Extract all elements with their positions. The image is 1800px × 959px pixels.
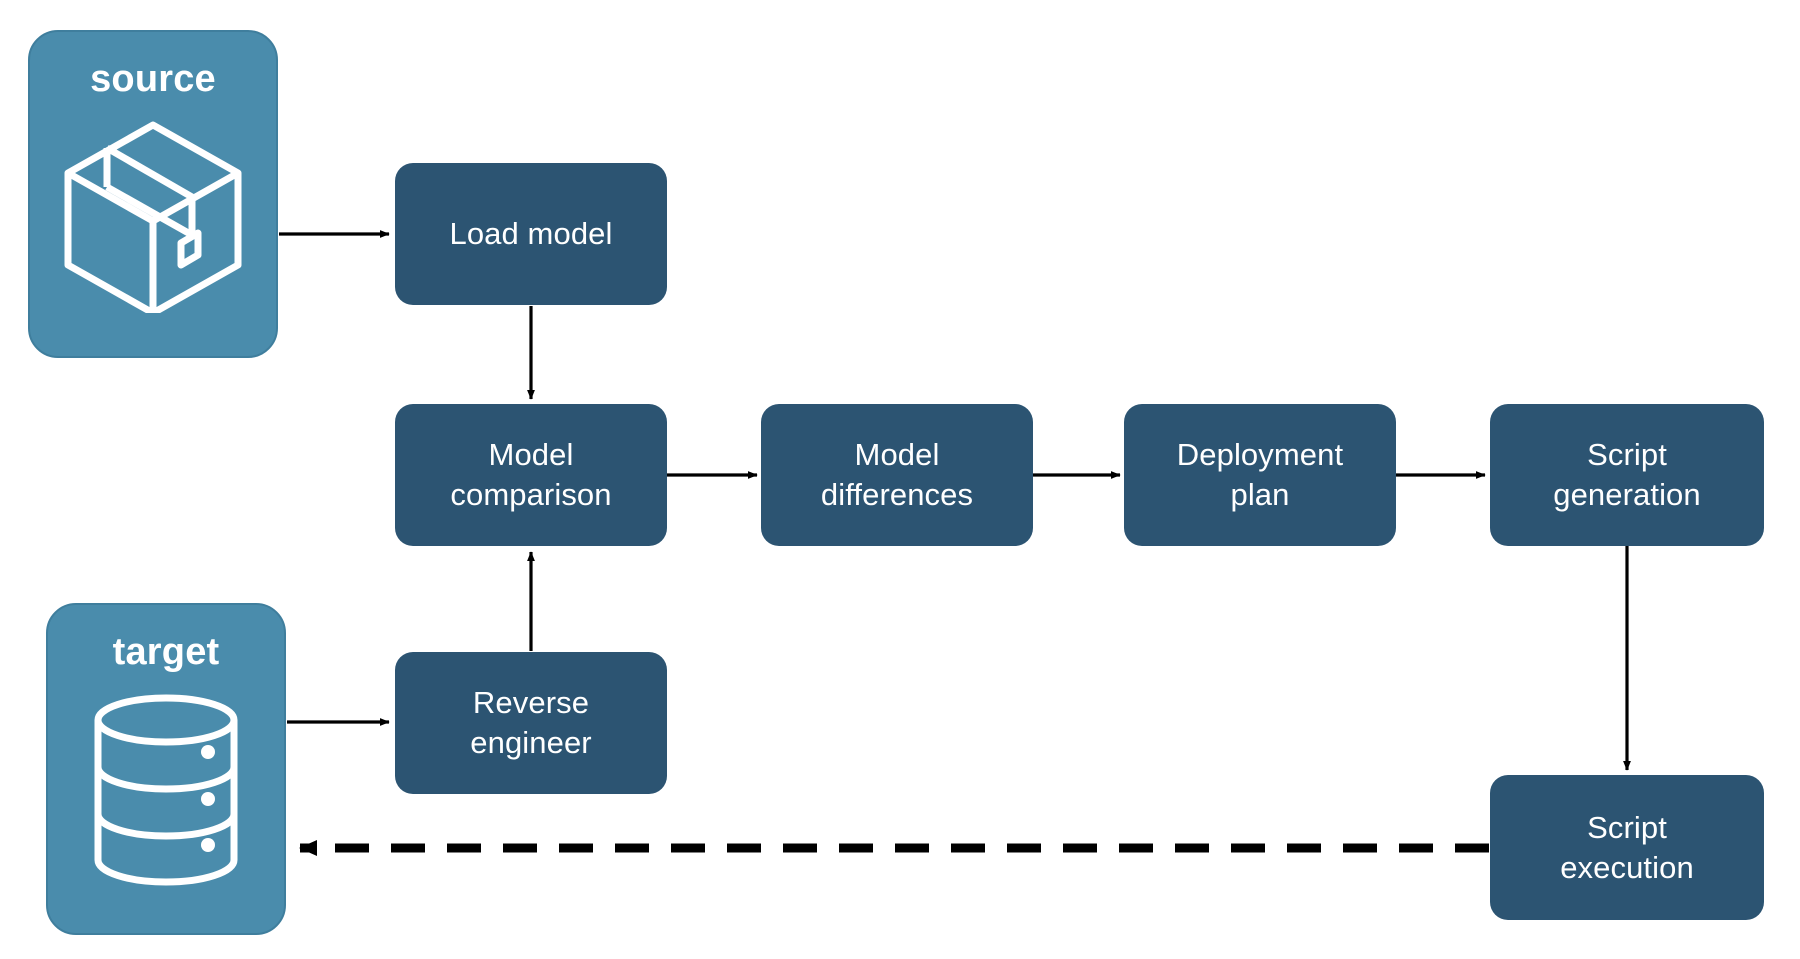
process-script-execution-label: Script execution (1560, 809, 1694, 885)
package-box-icon (60, 115, 246, 318)
process-deployment-plan-label: Deployment plan (1176, 437, 1344, 512)
endpoint-target-label: target (112, 631, 220, 673)
process-reverse-engineer-label: Reverse engineer (470, 685, 592, 760)
endpoint-source[interactable]: source (28, 30, 278, 358)
process-model-differences[interactable]: Model differences (761, 404, 1033, 546)
process-script-generation[interactable]: Script generation (1490, 404, 1764, 546)
database-cylinder-icon (86, 692, 246, 893)
process-script-execution[interactable]: Script execution (1490, 775, 1764, 920)
process-script-generation-label: Script generation (1553, 437, 1701, 512)
process-model-comparison[interactable]: Model comparison (395, 404, 667, 546)
process-load-model-label: Load model (449, 216, 613, 252)
process-model-comparison-label: Model comparison (450, 437, 612, 512)
endpoint-target[interactable]: target (46, 603, 286, 935)
process-reverse-engineer[interactable]: Reverse engineer (395, 652, 667, 794)
process-model-differences-label: Model differences (820, 437, 974, 512)
endpoint-source-label: source (90, 58, 216, 100)
process-deployment-plan[interactable]: Deployment plan (1124, 404, 1396, 546)
process-load-model[interactable]: Load model (395, 163, 667, 305)
